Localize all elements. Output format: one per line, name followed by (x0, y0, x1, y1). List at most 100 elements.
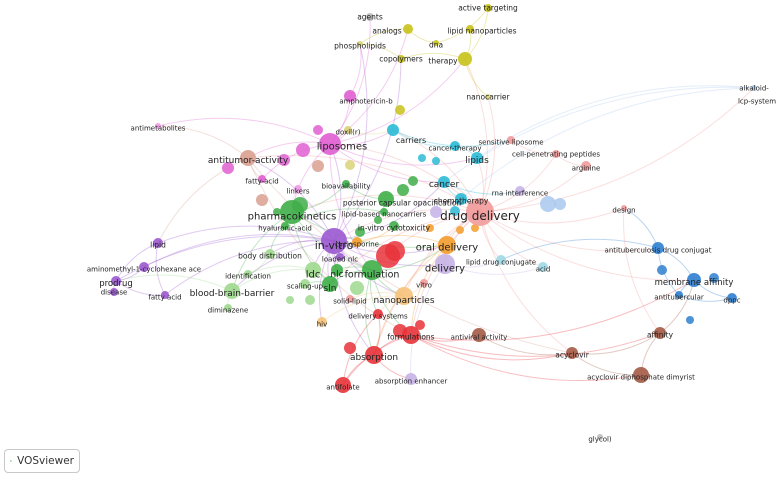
unlabeled-node-23[interactable] (471, 224, 479, 232)
unlabeled-node-14[interactable] (305, 295, 315, 305)
node-label-absorption[interactable]: absorption (350, 353, 398, 363)
node-solid-lipid[interactable] (346, 295, 354, 303)
node-phospholipids[interactable] (357, 41, 363, 47)
unlabeled-node-25[interactable] (709, 273, 719, 283)
unlabeled-node-21[interactable] (344, 342, 356, 354)
node-label-bioavailability[interactable]: bioavailability (322, 182, 371, 190)
node-antituberculosis-drug-conjugat[interactable] (652, 242, 664, 254)
unlabeled-node-11[interactable] (432, 157, 440, 165)
node-label-lipid[interactable]: lipid (150, 241, 166, 250)
unlabeled-node-6[interactable] (278, 154, 290, 166)
node-label-prodrug[interactable]: prodrug (99, 279, 133, 289)
unlabeled-node-20[interactable] (415, 320, 425, 330)
node-carriers[interactable] (387, 124, 399, 136)
node-therapy[interactable] (458, 52, 472, 66)
node-label-analogs[interactable]: analogs (372, 27, 401, 36)
node-dppc[interactable] (727, 293, 737, 303)
node-label-lipid-nanoparticles[interactable]: lipid nanoparticles (447, 27, 516, 36)
node-label-diminazene[interactable]: diminazene (208, 306, 249, 314)
unlabeled-node-12[interactable] (408, 176, 418, 186)
node-label-lipids[interactable]: lipids (465, 156, 489, 166)
node-label-phospholipids[interactable]: phospholipids (334, 42, 386, 51)
node-lipid-nanoparticles[interactable] (466, 25, 474, 33)
node-label-rna-interference[interactable]: rna interference (492, 189, 548, 197)
node-label-antiviral-activity[interactable]: antiviral activity (451, 333, 508, 341)
node-liposomes[interactable] (319, 133, 341, 155)
node-acyclovir[interactable] (566, 347, 578, 359)
node-label-formulations[interactable]: formulations (387, 333, 434, 342)
unlabeled-node-27[interactable] (395, 105, 405, 115)
unlabeled-node-10[interactable] (418, 154, 426, 162)
node-label-lcp-system[interactable]: lcp-system (738, 97, 776, 105)
node-label-membrane-affinity[interactable]: membrane affinity (655, 278, 734, 288)
node-glycol[interactable] (597, 434, 603, 440)
node-label-active-targeting[interactable]: active targeting (458, 4, 518, 13)
node-label-pharmacokinetics[interactable]: pharmacokinetics (248, 212, 337, 223)
node-label-fatty-acid[interactable]: fatty-acid (245, 177, 278, 185)
node-linkers[interactable] (294, 185, 302, 193)
node-formulation[interactable] (362, 260, 382, 280)
node-scaling-up[interactable] (300, 279, 310, 289)
node-doxil-r[interactable] (344, 126, 352, 134)
node-label-antifolate[interactable]: antifolate (326, 383, 359, 391)
node-affinity[interactable] (654, 327, 666, 339)
unlabeled-node-31[interactable] (430, 206, 442, 218)
node-design[interactable] (621, 205, 627, 211)
unlabeled-node-7[interactable] (222, 162, 234, 174)
unlabeled-node-28[interactable] (313, 125, 323, 135)
node-label-dna[interactable]: dna (429, 41, 443, 50)
node-label-delivery-systems[interactable]: delivery systems (348, 312, 408, 320)
unlabeled-node-16[interactable] (286, 296, 294, 304)
node-label-chemotherapy[interactable]: chemotherapy (434, 197, 489, 206)
node-label-aminomethyl-1-cyclohexane-ace[interactable]: aminomethyl-1-cyclohexane ace (87, 265, 201, 273)
node-dna[interactable] (433, 40, 439, 46)
node-posterior-capsular-opacification[interactable] (378, 191, 394, 207)
node-delivery-systems[interactable] (373, 309, 383, 319)
unlabeled-node-26[interactable] (657, 265, 667, 275)
node-antiviral-activity[interactable] (472, 328, 486, 342)
node-body-distribution[interactable] (265, 249, 275, 259)
node-lipids[interactable] (471, 152, 483, 164)
unlabeled-node-22[interactable] (456, 226, 464, 234)
node-label-nlc[interactable]: nlc (330, 270, 343, 280)
node-delivery[interactable] (435, 254, 455, 274)
node-blood-brain-barrier[interactable] (224, 283, 240, 299)
unlabeled-node-13[interactable] (397, 184, 409, 196)
node-sensitive-liposome[interactable] (507, 136, 515, 144)
node-label-nanoparticles[interactable]: nanoparticles (373, 296, 434, 306)
node-pharmacokinetics[interactable] (280, 200, 304, 224)
node-identification[interactable] (244, 270, 252, 278)
node-fatty-acid[interactable] (258, 175, 266, 183)
node-in-vitro[interactable] (321, 228, 347, 254)
node-label-agents[interactable]: agents (357, 13, 383, 22)
node-label-liposomes[interactable]: liposomes (317, 142, 367, 153)
node-label-vitro[interactable]: vitro (416, 281, 432, 289)
node-label-dppc[interactable]: dppc (723, 296, 740, 304)
node-aminomethyl-1-cyclohexane-ace[interactable] (139, 262, 149, 272)
unlabeled-node-4[interactable] (374, 216, 382, 224)
node-label-disease[interactable]: disease (101, 288, 128, 296)
node-disease[interactable] (110, 288, 118, 296)
node-arginine[interactable] (581, 161, 591, 171)
node-label-sln[interactable]: sln (324, 284, 337, 294)
node-bioavailability[interactable] (342, 180, 350, 188)
node-loaded-nlc[interactable] (336, 253, 344, 261)
node-chemotherapy[interactable] (455, 193, 467, 205)
node-fatty-acid[interactable] (161, 291, 169, 299)
node-hiv[interactable] (317, 317, 327, 327)
node-cancer[interactable] (438, 176, 450, 188)
node-label-glycol[interactable]: glycol) (588, 435, 612, 443)
node-label-affinity[interactable]: affinity (647, 331, 674, 340)
node-label-acyclovir[interactable]: acyclovir (555, 351, 589, 360)
node-agents[interactable] (366, 13, 374, 21)
node-label-formulation[interactable]: formulation (345, 269, 400, 280)
unlabeled-node-32[interactable] (426, 224, 434, 232)
node-label-oral-delivery[interactable]: oral delivery (416, 243, 479, 254)
node-acid[interactable] (538, 262, 548, 272)
node-active-targeting[interactable] (484, 4, 492, 12)
node-prodrug[interactable] (111, 276, 121, 286)
node-cell-penetrating-peptides[interactable] (552, 150, 560, 158)
node-diminazene[interactable] (224, 304, 232, 312)
node-label-cyclosporine[interactable]: cyclosporine (335, 240, 379, 248)
unlabeled-node-9[interactable] (345, 160, 355, 170)
